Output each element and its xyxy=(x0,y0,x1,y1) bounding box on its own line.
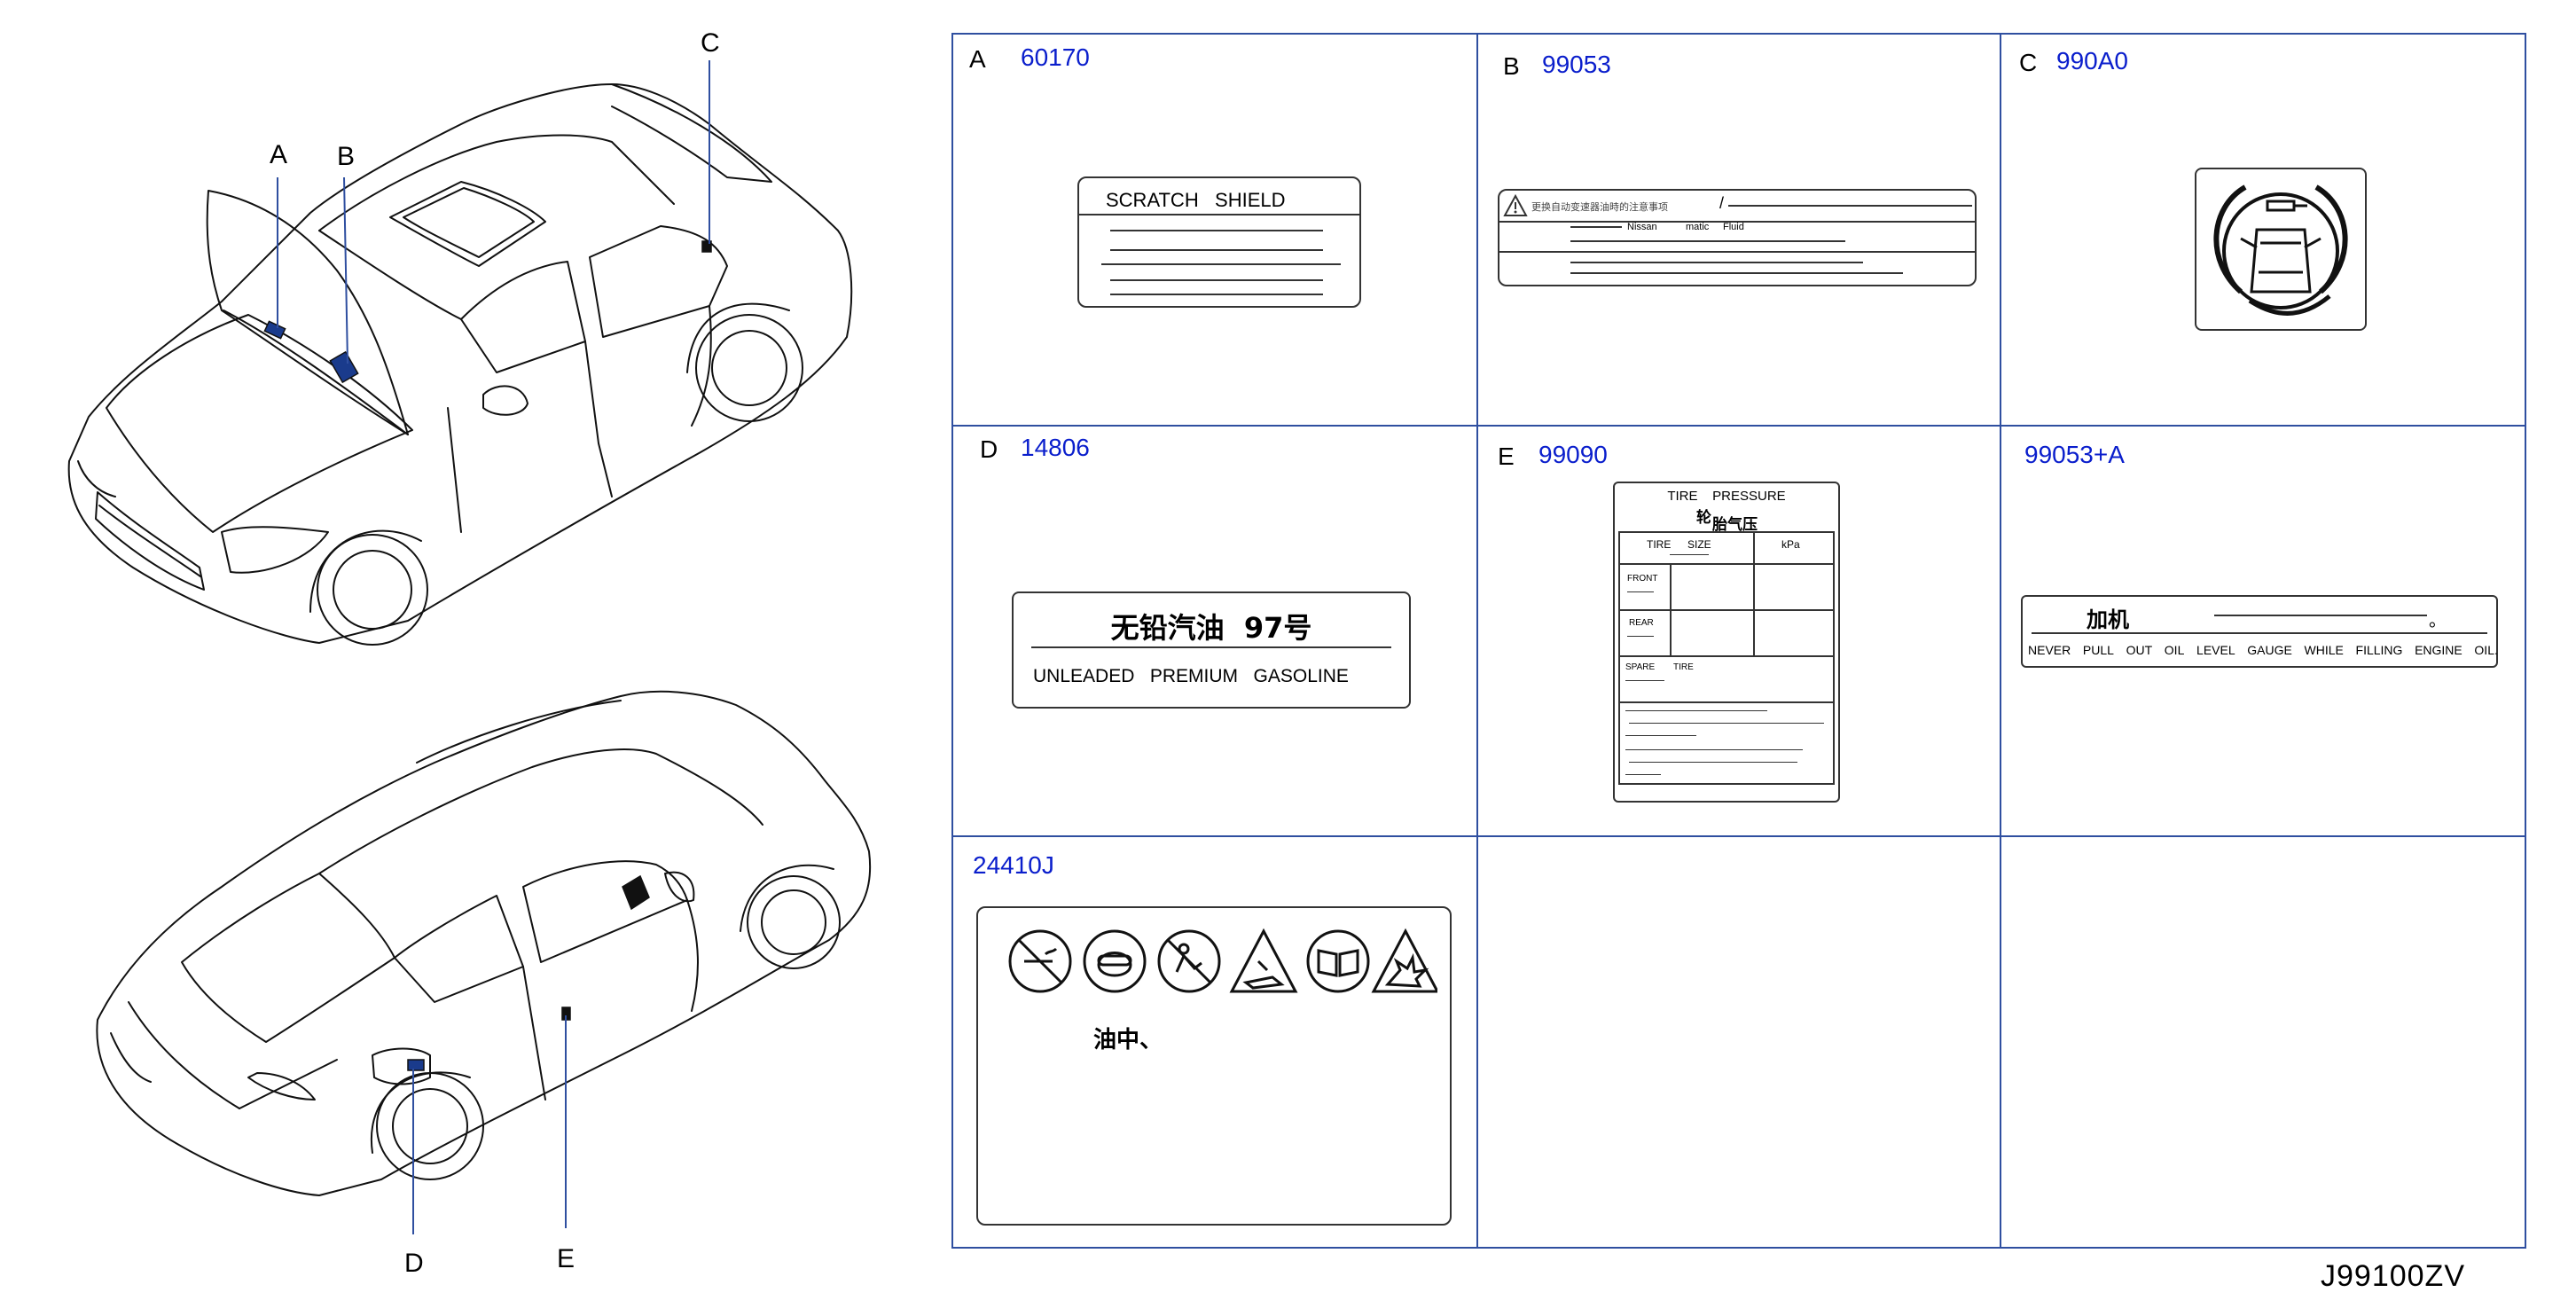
tire-pressure-label: TIRE PRESSURE 轮 胎气压 TIRE SIZE kPa FRONT … xyxy=(1613,482,1840,803)
scratch-shield-label: SCRATCH SHIELD xyxy=(1077,176,1361,308)
tire-pressure-table: TIRE SIZE kPa FRONT REAR SPARE TIRE xyxy=(1618,531,1835,785)
oil-gauge-cn: 加机 xyxy=(2087,607,2129,632)
tire-pressure-cn-b: 胎气压 xyxy=(1712,516,1758,534)
cell-b: B 99053 更换自动变速器油時的注意事项 / Nissan matic Fl… xyxy=(1476,35,2000,425)
word: GAUGE xyxy=(2247,643,2292,657)
slash: / xyxy=(1719,194,1725,212)
oil-gauge-dot: 。 xyxy=(2429,611,2447,631)
explosion-warning-icon xyxy=(1371,928,1437,993)
oil-gauge-words: NEVER PULL OUT OIL LEVEL GAUGE WHILE FIL… xyxy=(2028,643,2498,657)
col-size: SIZE xyxy=(1687,538,1711,551)
diagram-code: J99100ZV xyxy=(2321,1259,2465,1293)
callout-a: A xyxy=(270,140,288,169)
read-manual-icon xyxy=(1306,929,1370,993)
label-markers xyxy=(263,240,712,1071)
cell-letter: E xyxy=(1498,443,1515,470)
top-car-body xyxy=(67,83,853,646)
word: NEVER xyxy=(2028,643,2071,657)
col-kpa: kPa xyxy=(1781,538,1800,551)
cell-a: A 60170 SCRATCH SHIELD xyxy=(953,35,1476,425)
col-tire: TIRE xyxy=(1647,538,1672,551)
cell-d: D 14806 无铅汽油 97号 UNLEADED PREMIUM GASOLI… xyxy=(953,425,1476,835)
cell-letter: B xyxy=(1503,52,1520,80)
cell-f: 99053+A 加机 。 NEVER PULL OUT OIL LEVEL GA… xyxy=(2000,425,2526,835)
part-number: 60170 xyxy=(1021,43,1090,71)
part-number: 24410J xyxy=(973,851,1054,879)
cell-g: 24410J xyxy=(953,835,1476,1249)
word: OIL. xyxy=(2474,643,2498,657)
word: PULL xyxy=(2082,643,2114,657)
part-number: 99090 xyxy=(1539,441,1608,468)
warning-triangle-icon xyxy=(1503,194,1528,216)
cell-letter: D xyxy=(980,435,998,463)
word: LEVEL xyxy=(2196,643,2235,657)
tire-pressure-cn-a: 轮 xyxy=(1696,509,1711,527)
fluid-text-fluid: Fluid xyxy=(1723,222,1744,232)
cell-c: C 990A0 xyxy=(2000,35,2526,425)
car-illustrations xyxy=(67,60,872,1234)
part-number: 99053 xyxy=(1542,51,1611,78)
bottom-car-body xyxy=(96,690,872,1196)
oil-gauge-label: 加机 。 NEVER PULL OUT OIL LEVEL GAUGE WHIL… xyxy=(2021,595,2498,668)
word: OUT xyxy=(2126,643,2153,657)
row-spare-tire: TIRE xyxy=(1673,662,1694,672)
row-front: FRONT xyxy=(1627,574,1658,584)
no-smoking-icon xyxy=(1008,929,1072,993)
callout-e: E xyxy=(557,1244,575,1273)
word: WHILE xyxy=(2304,643,2344,657)
callout-d: D xyxy=(404,1249,424,1278)
leader-lines xyxy=(277,60,710,1234)
row-rear: REAR xyxy=(1629,618,1654,628)
battery-warning-cn: 油中、 xyxy=(1093,1027,1163,1054)
battery-warning-label: 油中、 xyxy=(976,906,1452,1226)
acid-warning-icon xyxy=(1229,928,1298,993)
battery-warning-icons xyxy=(1008,928,1437,993)
label-title: SCRATCH SHIELD xyxy=(1106,189,1286,211)
warning-text: 更换自动变速器油時的注意事项 xyxy=(1531,202,1668,213)
eye-protection-icon xyxy=(1083,929,1147,993)
tpms-car-icon xyxy=(2213,184,2348,316)
fuel-grade-label: 无铅汽油 97号 UNLEADED PREMIUM GASOLINE xyxy=(1012,591,1411,709)
callout-b: B xyxy=(337,142,356,171)
part-number: 990A0 xyxy=(2056,47,2128,74)
fluid-text-matic: matic xyxy=(1686,222,1710,232)
tpms-symbol-label xyxy=(2195,168,2367,331)
fluid-text-nissan: Nissan xyxy=(1627,222,1657,232)
fuel-grade-en: UNLEADED PREMIUM GASOLINE xyxy=(1033,666,1349,686)
atf-caution-label: 更换自动变速器油時的注意事项 / Nissan matic Fluid xyxy=(1498,189,1977,286)
word: ENGINE xyxy=(2415,643,2462,657)
fuel-grade-cn: 无铅汽油 97号 xyxy=(1110,611,1312,645)
tire-pressure-title: TIRE PRESSURE xyxy=(1667,489,1786,504)
part-number: 14806 xyxy=(1021,434,1090,461)
callout-c: C xyxy=(701,28,720,58)
word: FILLING xyxy=(2355,643,2403,657)
part-number: 99053+A xyxy=(2024,441,2125,468)
label-grid: A 60170 SCRATCH SHIELD B 99053 更换自动变速器油時… xyxy=(951,33,2526,1249)
row-spare: SPARE xyxy=(1625,662,1656,672)
cell-e: E 99090 TIRE PRESSURE 轮 胎气压 TIRE SIZE kP… xyxy=(1476,425,2000,835)
word: OIL xyxy=(2164,643,2185,657)
no-children-icon xyxy=(1157,929,1221,993)
cell-letter: A xyxy=(969,45,986,73)
cell-letter: C xyxy=(2019,49,2038,76)
